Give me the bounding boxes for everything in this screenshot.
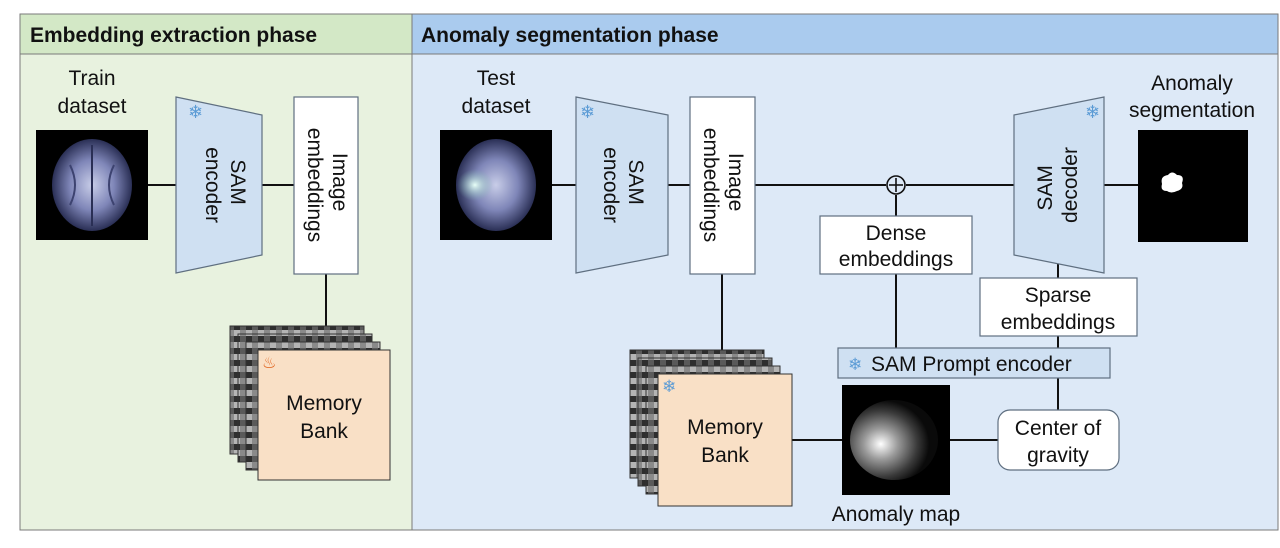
svg-text:Image embeddings: Image embeddings (303, 128, 351, 242)
train-embeddings-label-line2: embeddings (303, 128, 326, 242)
train-sam-encoder: ❄ SAM encoder (175, 96, 263, 274)
output-label-line1: Anomaly (1151, 72, 1233, 95)
output-label-line2: segmentation (1129, 99, 1255, 122)
dense-embeddings-box: Dense embeddings (819, 215, 973, 275)
center-label-line1: Center of (1015, 417, 1102, 440)
test-embeddings-label-line1: Image (724, 153, 747, 211)
train-dataset-label-line2: dataset (58, 95, 127, 118)
fire-icon: ♨ (262, 355, 276, 372)
svg-text:Image embeddings: Image embeddings (699, 128, 747, 242)
decoder-label-line1: SAM (1034, 165, 1057, 211)
sam-prompt-encoder: ❄ SAM Prompt encoder (837, 347, 1111, 379)
sparse-embeddings-box: Sparse embeddings (979, 277, 1138, 337)
center-of-gravity-box: Center of gravity (997, 409, 1120, 471)
test-memory-bank-label-line1: Memory (687, 416, 763, 439)
snowflake-icon: ❄ (662, 377, 676, 396)
test-sam-encoder: ❄ SAM encoder (575, 96, 669, 274)
sparse-label-line1: Sparse (1025, 284, 1092, 307)
train-memory-bank-label-line2: Bank (300, 420, 348, 443)
snowflake-icon: ❄ (580, 102, 595, 122)
svg-text:SAM decoder: SAM decoder (1034, 147, 1082, 223)
snowflake-icon: ❄ (848, 355, 862, 374)
decoder-label-line2: decoder (1059, 147, 1082, 223)
test-image-embeddings-box: Image embeddings (689, 96, 756, 275)
test-encoder-label-line2: encoder (599, 147, 622, 223)
dense-label-line1: Dense (866, 222, 927, 245)
test-dataset-label-line2: dataset (462, 95, 531, 118)
svg-text:SAM encoder: SAM encoder (599, 147, 647, 223)
train-memory-bank-label-line1: Memory (286, 392, 362, 415)
center-label-line2: gravity (1027, 444, 1089, 467)
dense-label-line2: embeddings (839, 248, 953, 271)
extraction-phase-title: Embedding extraction phase (30, 24, 317, 47)
test-brain-image (440, 130, 552, 240)
train-embeddings-label-line1: Image (328, 153, 351, 211)
train-image-embeddings-box: Image embeddings (293, 96, 359, 275)
anomaly-segmentation-image (1138, 130, 1248, 242)
train-dataset-label-line1: Train (68, 67, 115, 90)
anomaly-map-label: Anomaly map (832, 503, 960, 526)
train-encoder-label-line2: encoder (201, 147, 224, 223)
train-memory-bank: ♨ Memory Bank (229, 325, 391, 481)
test-memory-bank: ❄ Memory Bank (629, 349, 793, 507)
prompt-encoder-label: SAM Prompt encoder (871, 353, 1072, 376)
snowflake-icon: ❄ (188, 102, 203, 122)
train-brain-image (36, 130, 148, 240)
segmentation-phase-title: Anomaly segmentation phase (421, 24, 719, 47)
combine-node (886, 175, 906, 195)
svg-text:SAM encoder: SAM encoder (201, 147, 249, 223)
test-embeddings-label-line2: embeddings (699, 128, 722, 242)
train-encoder-label-line1: SAM (226, 159, 249, 205)
test-encoder-label-line1: SAM (624, 159, 647, 205)
sparse-label-line2: embeddings (1001, 311, 1115, 334)
anomaly-map-image (842, 385, 950, 495)
snowflake-icon: ❄ (1085, 102, 1100, 122)
test-memory-bank-label-line2: Bank (701, 444, 749, 467)
sam-decoder: ❄ SAM decoder (1013, 96, 1105, 274)
test-dataset-label-line1: Test (477, 67, 516, 90)
